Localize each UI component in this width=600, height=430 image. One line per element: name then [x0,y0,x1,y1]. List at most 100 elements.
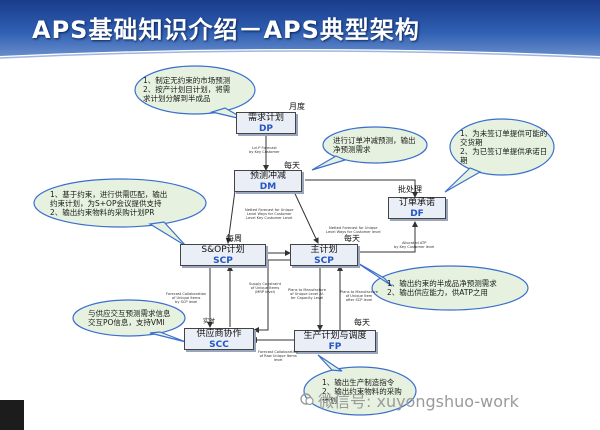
callout-4-tail [148,221,187,247]
annot-8-line-3: after SCP level [345,298,373,303]
callout-4-line-3: 2、输出约束物料的采购计划PR [50,208,155,217]
box-fp-name: 生产计划与调度 [303,331,367,341]
annot-9-line-3: level [273,358,283,363]
callout-2-line-1: 进行订单冲减预测，输出 [333,136,416,145]
label-weekly: 每周 [226,234,242,243]
arrow-dm-to-mp [289,182,319,244]
label-batch: 批处理 [398,185,422,194]
callout-7-line-1: 1、输出生产制造指令 [322,378,395,387]
arrow-dm-to-df [305,179,418,198]
callout-1-line-1: 1、制定无约束的市场预测 [143,76,231,85]
box-demand-planning[interactable]: 需求计划 DP [236,112,296,134]
annot-6: Supply Constraint of Unique Items (MRP l… [249,282,281,295]
label-realtime: 实时 [203,318,216,325]
callout-7-line-3: 计划 [322,396,337,405]
callout-1: 1、制定无约束的市场预测 2、按产计划目计划，将需 求计划分解到半成品 [143,76,230,103]
page-title: APS基础知识介绍－APS典型架构 [32,16,420,44]
box-dm-name: 预测冲减 [249,171,286,181]
annot-7-line-2: of Unique Level Af- [290,292,324,297]
callout-1-line-3: 求计划分解到半成品 [143,94,211,103]
annot-4-line-1: Allocated ATP [401,241,427,245]
annot-2-line-3: Level Key Customer Level [246,216,293,221]
box-fp-abbr: FP [328,342,342,352]
annot-8-line-2: of Unique Item [345,294,373,299]
box-forecast-consumption[interactable]: 预测冲减 DM [234,170,302,192]
callout-4-line-1: 1、基于约束，进行供需匹配，输出 [50,190,168,199]
callout-2-tail [311,155,347,171]
annot-3-line-2: Level Ways for Customer level [326,230,381,235]
callout-1-shape [134,65,256,115]
watermark: 微信号: xuyongshuo-work [318,392,519,411]
annot-9-line-1: Forecast Collaboration [258,350,299,354]
box-sop-planning[interactable]: S&OP计划 SCP [180,244,266,266]
annot-5: Forecast Collaboration of Unique Items b… [166,292,206,305]
arrow-mp-to-scc [253,259,292,333]
callout-7-tail [317,354,343,372]
annot-1-line-2: by Key Customer [249,150,280,155]
callout-5-line-1: 1、输出约束的半成品净预测需求 [387,279,497,288]
header-bar: APS基础知识介绍－APS典型架构 [0,0,600,58]
box-scp-abbr: SCP [213,256,233,266]
box-df-name: 订单承诺 [398,198,435,208]
callout-4-shape [33,178,207,228]
box-dm-abbr: DM [259,182,277,192]
connectors [207,133,418,343]
box-mp-name: 主计划 [310,245,338,255]
arrow-dm-to-scp [225,182,237,244]
corner-mark [0,400,24,430]
annot-2-line-2: Level Ways for Customer [246,212,292,217]
box-master-planning[interactable]: 主计划 SCP [290,244,358,266]
label-monthly: 月度 [289,102,305,111]
annot-7: Plans to Manufacture of Unique Level Af-… [288,288,326,301]
annot-1: Lvl.P Forecast by Key Customer [249,146,280,154]
box-scc-name: 供应商协作 [196,329,242,339]
arrow-mp-to-df [350,221,418,253]
annot-7-line-1: Plans to Manufacture [288,288,327,292]
callout-5-shape [371,265,529,311]
annot-2-line-1: Netted Forecast for Unique [245,208,294,212]
callout-7-line-2: 2、输出约束物料的采购 [322,387,402,396]
annot-4-line-2: by Key Customer level [394,245,435,250]
callout-7: 1、输出生产制造指令 2、输出约束物料的采购 计划 [322,378,402,405]
header-swoosh [0,49,600,68]
box-supplier-collaboration[interactable]: 供应商协作 SCC [184,328,254,350]
annot-3-line-1: Netted Forecast for Unique [329,226,378,230]
annot-9-line-2: of Raw Unique Items [259,354,297,359]
annot-7-line-3: ter Capacity Level [290,296,324,301]
annot-3: Netted Forecast for Unique Level Ways fo… [326,226,381,234]
box-order-promising[interactable]: 订单承诺 DF [388,197,446,219]
callout-3-shape [449,118,555,176]
annot-9: Forecast Collaboration of Raw Unique Ite… [258,350,298,363]
box-scc-abbr: SCC [209,340,229,350]
box-dp-abbr: DP [258,124,274,134]
callout-3-tail [444,167,482,193]
callout-3-line-4: 期 [460,156,468,165]
annot-4: Allocated ATP by Key Customer level [394,241,434,249]
callout-4-line-2: 约束计划，为S+OP会议提供支持 [50,199,162,208]
label-daily-mp: 每天 [344,234,360,243]
annot-5-line-1: Forecast Collaboration [166,292,207,296]
callout-1-line-2: 2、按产计划目计划，将需 [143,85,231,94]
annot-6-line-2: of Unique Items [250,286,280,291]
callout-6-line-2: 交互PO信息，支持VMI [88,318,165,327]
label-daily-dm: 每天 [284,161,300,170]
box-dp-name: 需求计划 [247,113,284,123]
callout-5-line-2: 2、输出供应能力，供ATP之用 [387,288,488,297]
callout-5: 1、输出约束的半成品净预测需求 2、输出供应能力，供ATP之用 [387,279,497,297]
annot-5-line-2: of Unique Items [171,296,201,301]
callout-7-shape [303,366,417,416]
callout-5-tail [355,261,393,287]
box-scp-name: S&OP计划 [201,245,245,255]
callout-2: 进行订单冲减预测，输出 净预测需求 [333,136,416,154]
box-mp-abbr: SCP [314,256,334,266]
box-df-abbr: DF [410,209,424,219]
callout-6-tail [149,331,187,343]
callout-3-line-3: 2、为已签订单提供承诺日 [460,147,548,156]
callout-2-line-2: 净预测需求 [333,145,371,154]
callout-6-line-1: 与供应交互预测需求信息 [88,309,171,318]
callout-3-line-2: 交货期 [460,138,483,147]
box-production-scheduling[interactable]: 生产计划与调度 FP [294,330,376,352]
annot-8: Plans to Manufacture of Unique Item afte… [340,290,378,303]
annot-6-line-1: Supply Constraint [249,282,282,286]
annot-8-line-1: Plans to Manufacture [340,290,379,294]
